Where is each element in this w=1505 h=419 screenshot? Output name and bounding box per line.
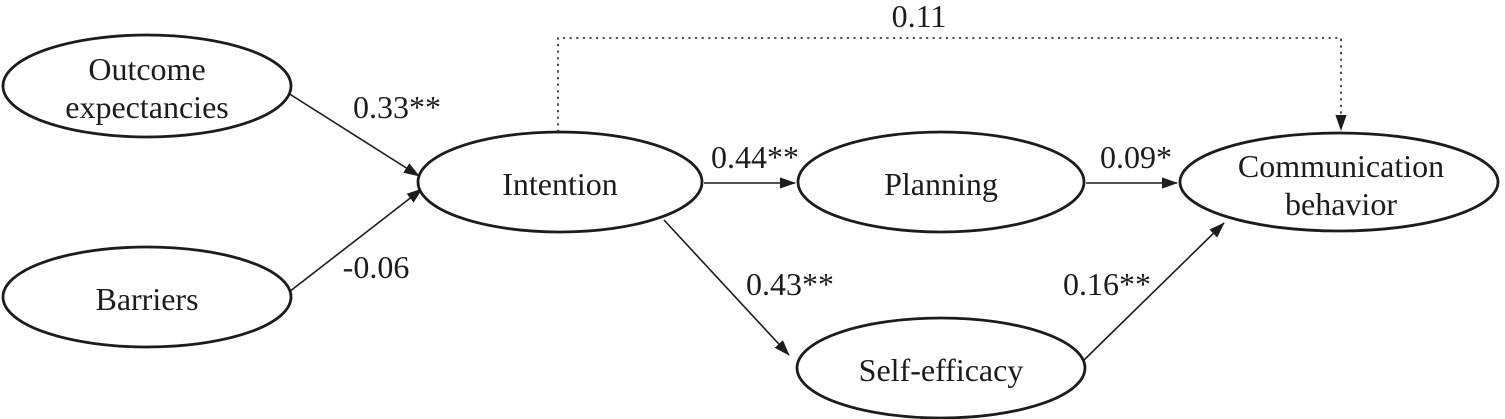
coefficient-label-intention-planning: 0.44**: [711, 139, 799, 175]
coefficient-label-oe-intention: 0.33**: [353, 89, 441, 125]
intention-ellipse: [416, 130, 704, 234]
edge-intention-to-self-efficacy: 0.43**: [663, 219, 834, 356]
edge-barriers-to-intention: -0.06: [288, 188, 423, 293]
barriers-label: Barriers: [95, 281, 198, 317]
node-communication-behavior: Communication behavior: [1178, 131, 1500, 233]
coefficient-label-intention-self-efficacy: 0.43**: [746, 266, 834, 302]
intention-label: Intention: [502, 166, 618, 202]
coefficient-label-planning-communication: 0.09*: [1100, 139, 1172, 175]
outcome-expectancies-ellipse: [1, 33, 293, 139]
node-planning: Planning: [796, 130, 1086, 234]
edge-intention-to-planning: 0.44**: [704, 139, 799, 189]
coefficient-label-intention-communication: 0.11: [892, 0, 947, 34]
node-outcome-expectancies: Outcome expectancies: [1, 33, 293, 139]
communication-behavior-label-line2: behavior: [1285, 186, 1397, 222]
communication-behavior-label-line1: Communication: [1238, 148, 1444, 184]
self-efficacy-ellipse: [795, 316, 1087, 419]
coefficient-label-barriers-intention: -0.06: [343, 249, 410, 285]
barriers-ellipse: [1, 245, 293, 349]
edge-intention-to-communication-dotted: 0.11: [557, 0, 1347, 132]
arrow-outcome-expectancies-to-intention: [287, 92, 420, 177]
coefficient-label-self-efficacy-communication: 0.16**: [1063, 266, 1151, 302]
outcome-expectancies-label-line1: Outcome: [88, 51, 205, 87]
arrow-intention-to-self-efficacy: [663, 219, 790, 356]
arrow-self-efficacy-to-communication: [1083, 222, 1225, 361]
node-intention: Intention: [416, 130, 704, 234]
edge-outcome-expectancies-to-intention: 0.33**: [287, 89, 441, 177]
edge-planning-to-communication: 0.09*: [1086, 139, 1178, 189]
edge-self-efficacy-to-communication: 0.16**: [1063, 222, 1225, 361]
planning-ellipse: [796, 130, 1086, 234]
node-barriers: Barriers: [1, 245, 293, 349]
communication-behavior-ellipse: [1178, 131, 1500, 233]
arrow-barriers-to-intention: [288, 188, 423, 293]
self-efficacy-label: Self-efficacy: [859, 352, 1024, 388]
node-self-efficacy: Self-efficacy: [795, 316, 1087, 419]
outcome-expectancies-label-line2: expectancies: [65, 89, 228, 125]
dotted-arrow-intention-to-communication: [557, 37, 1347, 132]
planning-label: Planning: [884, 166, 998, 202]
